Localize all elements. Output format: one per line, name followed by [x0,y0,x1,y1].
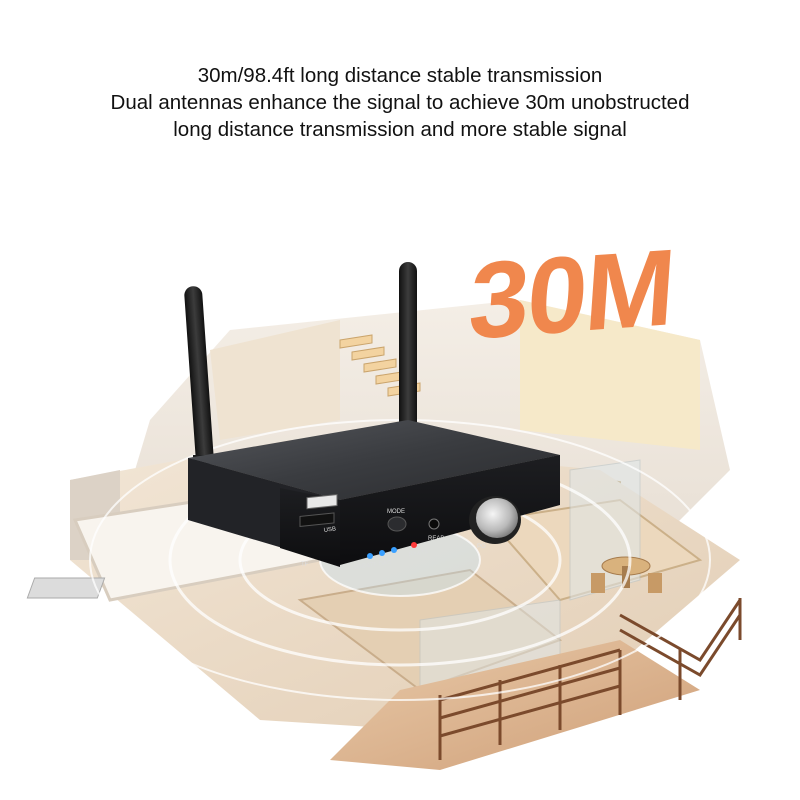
balcony-deck [330,598,742,770]
headline-line-3: long distance transmission and more stab… [173,118,627,141]
rxtx-label: RX&TX [408,549,429,558]
tf-slot-label: TF [301,562,309,568]
power-label: PO [477,544,486,550]
mode-button-label: MODE [387,509,405,515]
antenna-right [399,262,417,447]
usb-port-label: USB [323,526,336,534]
led-labels: USB&TF DAC [353,560,392,571]
headline-line-1: 30m/98.4ft long distance stable transmis… [197,64,603,87]
distance-label-30m: 30M [465,225,678,362]
audio-transmitter-device [188,420,560,567]
headline: 30m/98.4ft long distance stable transmis… [0,62,800,143]
headline-line-2: Dual antennas enhance the signal to achi… [110,91,690,114]
read-jack-label: READ [428,536,445,542]
